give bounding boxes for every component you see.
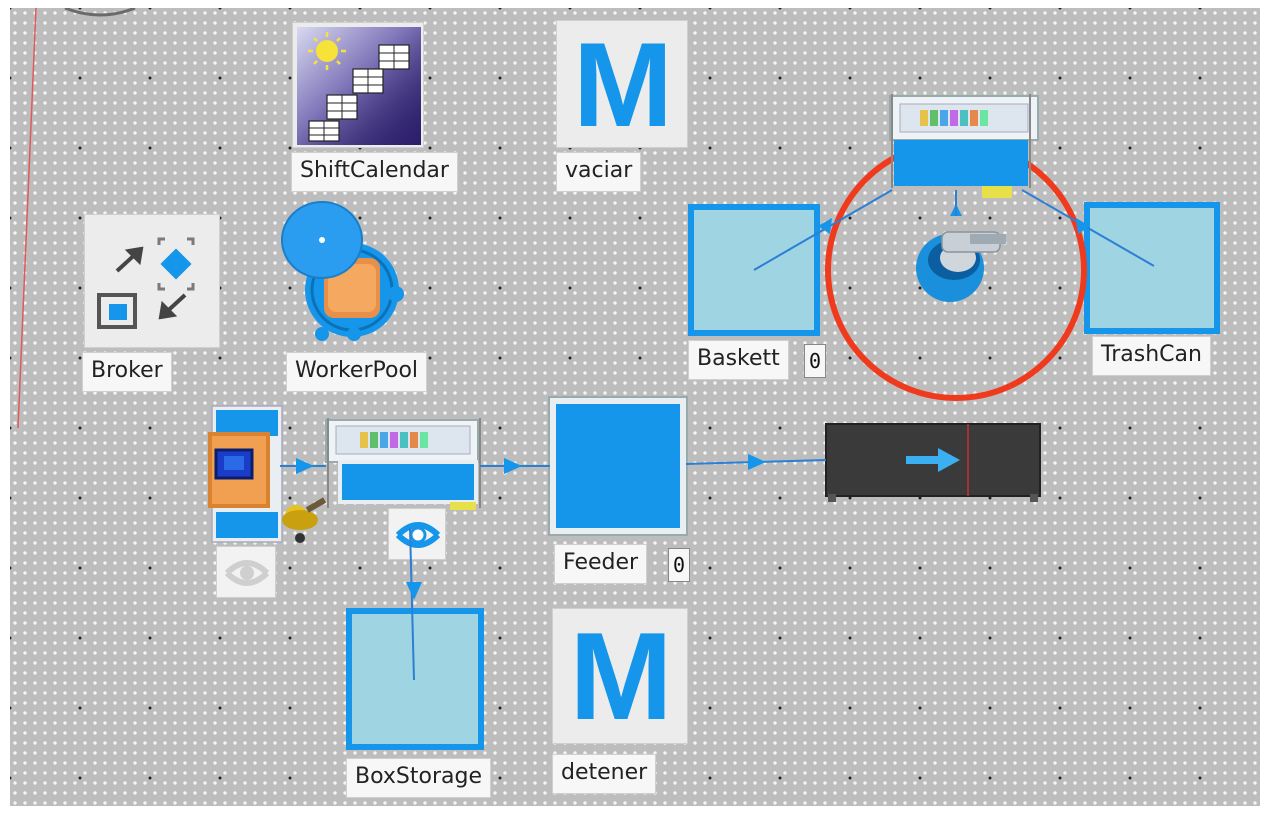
station-machine-top[interactable]: [10, 8, 1260, 806]
worker-pool-object[interactable]: [10, 8, 1260, 806]
shift-calendar-object[interactable]: [292, 22, 424, 148]
vaciar-method-object[interactable]: M: [556, 18, 688, 152]
calendar-stairs-icon: [297, 27, 421, 145]
axis-line: [17, 8, 37, 429]
trash-can-label: TrashCan: [1092, 336, 1211, 376]
source-eye-icon-card[interactable]: [216, 546, 276, 598]
detener-label: detener: [552, 754, 657, 794]
feeder-label: Feeder: [554, 544, 648, 584]
eye-icon: [224, 560, 270, 586]
baskett-label: Baskett: [688, 340, 789, 380]
box-storage-connector: [411, 603, 415, 681]
method-m-icon: M: [573, 18, 673, 152]
feeder-buffer[interactable]: [548, 396, 688, 536]
method-m-icon: M: [569, 608, 673, 746]
worker-pool-label: WorkerPool: [286, 352, 428, 392]
vaciar-label: vaciar: [556, 152, 642, 192]
source-station[interactable]: [10, 8, 1260, 806]
station-machine-middle[interactable]: [10, 8, 1260, 806]
box-storage-label: BoxStorage: [346, 758, 491, 798]
baskett-count: 0: [804, 344, 826, 378]
broker-arrows-icon: [97, 237, 195, 329]
trash-can-buffer[interactable]: [1084, 202, 1220, 334]
box-storage-buffer[interactable]: [346, 608, 484, 750]
shift-calendar-label: ShiftCalendar: [291, 152, 458, 192]
ring-connectors: [753, 189, 1155, 271]
feeder-count: 0: [668, 548, 690, 582]
detener-method-object[interactable]: M: [552, 608, 688, 746]
model-canvas[interactable]: ShiftCalendar M vaciar Broker: [10, 8, 1260, 806]
partial-object-icon: [64, 8, 136, 17]
broker-object[interactable]: [84, 214, 220, 348]
worker-figure[interactable]: [10, 8, 1260, 806]
broker-label: Broker: [82, 352, 172, 392]
conveyor-drain[interactable]: [10, 8, 1260, 806]
